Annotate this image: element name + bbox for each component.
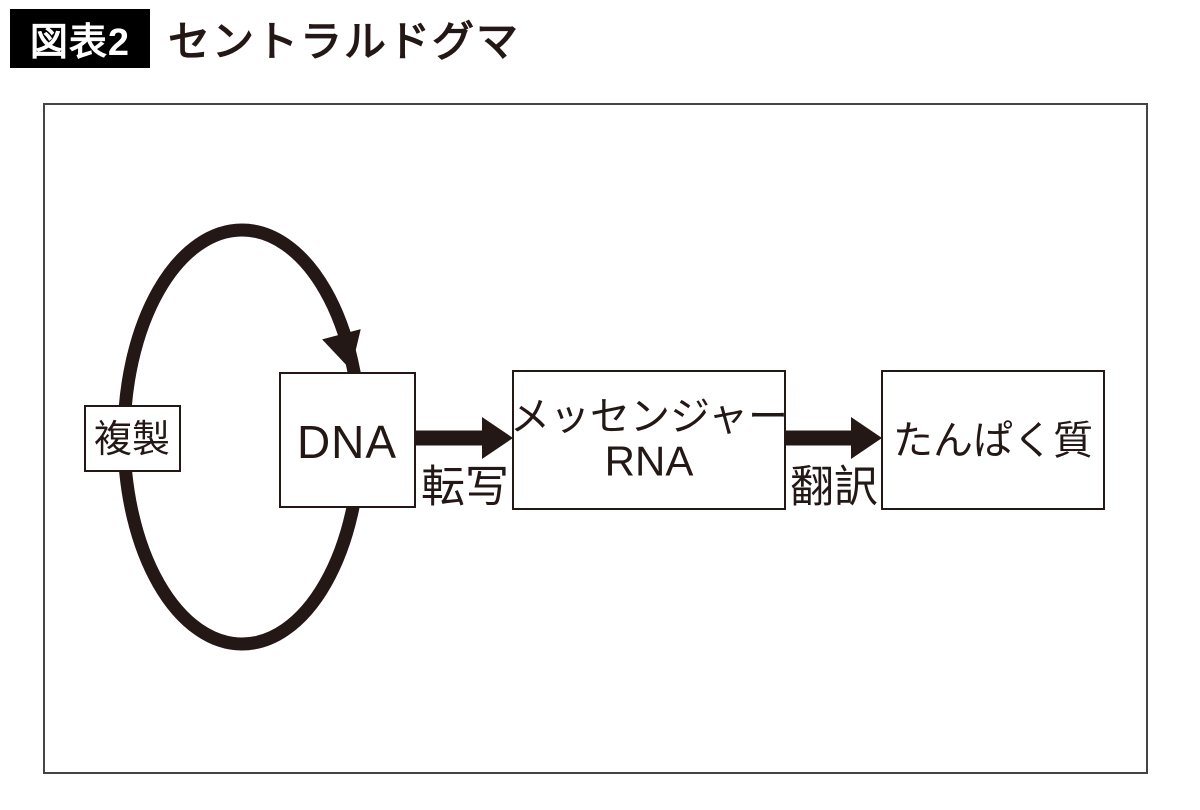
dna-box-label: DNA — [297, 416, 397, 468]
diagram-panel: 複製 DNA メッセンジャー RNA たんぱく質 転写 翻訳 — [43, 103, 1148, 774]
replication-arrowhead-icon — [322, 329, 361, 370]
figure-number-badge: 図表2 — [10, 9, 150, 68]
dna-box — [279, 372, 416, 508]
central-dogma-diagram: 複製 DNA メッセンジャー RNA たんぱく質 転写 翻訳 — [84, 223, 1105, 651]
mrna-box-label-line1: メッセンジャー — [510, 395, 788, 439]
translation-arrow-icon — [785, 417, 882, 459]
figure-number-label: 図表2 — [29, 22, 131, 64]
transcription-arrow-icon — [415, 417, 513, 459]
replication-box — [84, 405, 181, 472]
protein-box-label: たんぱく質 — [893, 419, 1093, 463]
page-title-text: セントラルドグマ — [168, 18, 521, 65]
transcription-label: 転写 — [421, 463, 509, 512]
mrna-box-label-line2: RNA — [605, 438, 694, 485]
page-title: セントラルドグマ — [168, 9, 520, 68]
translation-label: 翻訳 — [790, 463, 878, 512]
replication-box-label: 複製 — [94, 419, 170, 461]
protein-box — [881, 370, 1105, 510]
